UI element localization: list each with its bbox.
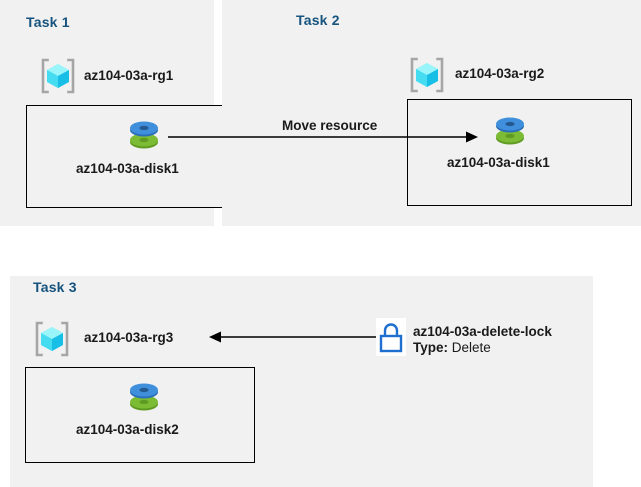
resource-group-cube-icon [39,57,77,95]
task-1-title: Task 1 [26,14,70,30]
resource-group-cube-icon [408,56,446,94]
managed-disk-icon [124,378,164,416]
task-1-resource-box [26,105,256,208]
resource-group-2-label: az104-03a-rg2 [455,66,545,81]
task-2-title: Task 2 [296,12,340,28]
lock-type-value: Delete [451,340,491,356]
lock-type-key: Type: [413,340,449,356]
lock-type-line: Type: Delete [413,340,552,356]
disk-1-label: az104-03a-disk1 [76,161,179,176]
task-2-resource-box [407,99,632,206]
resource-group-cube-icon [33,320,71,358]
disk-2-label: az104-03a-disk1 [447,155,550,170]
lock-applies-to-arrow [209,331,378,343]
padlock-icon [376,318,406,356]
move-resource-label: Move resource [282,118,378,133]
managed-disk-icon [490,112,530,150]
task-3-resource-box [25,367,255,463]
disk-3-label: az104-03a-disk2 [76,422,179,437]
resource-group-1-label: az104-03a-rg1 [84,68,174,83]
resource-group-3-label: az104-03a-rg3 [84,330,174,345]
task-3-title: Task 3 [33,279,77,295]
managed-disk-icon [124,116,164,154]
lock-label-group: az104-03a-delete-lock Type: Delete [413,324,552,357]
move-resource-arrow [168,131,478,143]
lock-name-label: az104-03a-delete-lock [413,324,552,339]
